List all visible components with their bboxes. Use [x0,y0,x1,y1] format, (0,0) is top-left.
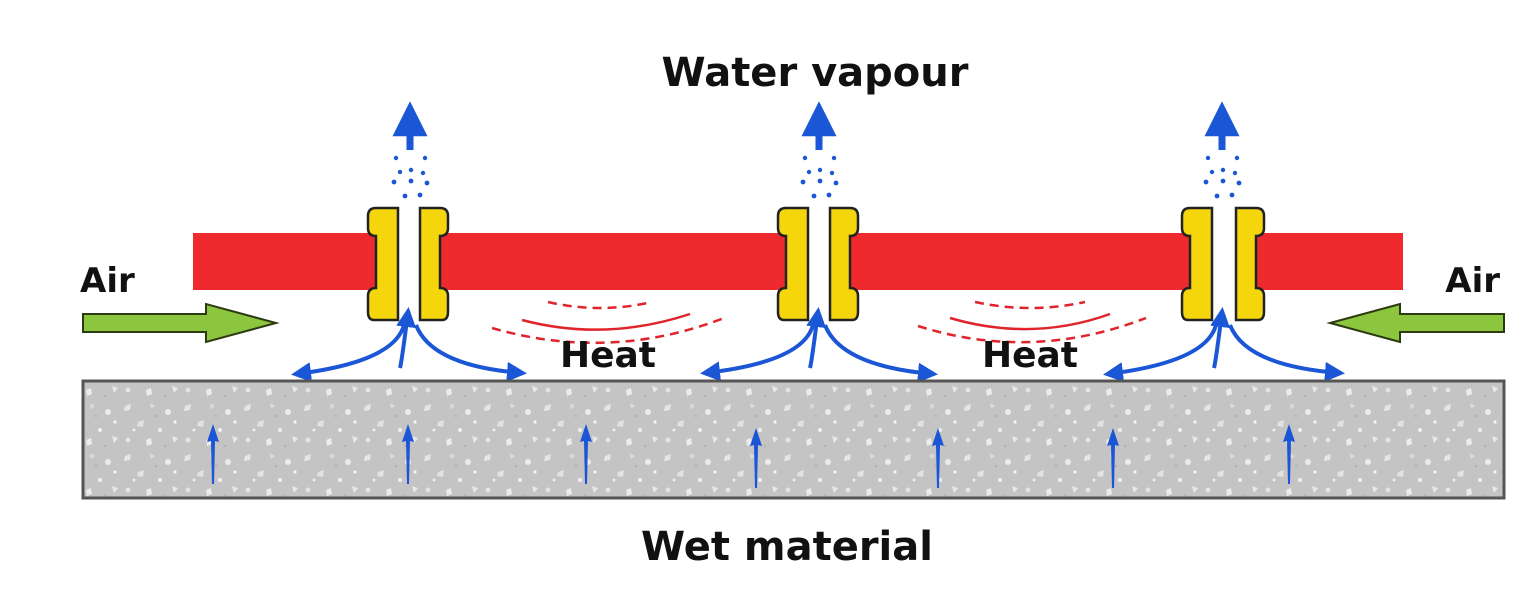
nozzle-left-jaw [1180,206,1214,322]
moisture-up-arrow-icon [1107,428,1119,488]
wet-material-label: Wet material [641,524,933,570]
right-arrow-icon [82,302,280,344]
heat-wave-icon [917,300,1147,344]
curved-arrow-icon [700,324,815,382]
curved-arrow-icon [396,307,417,369]
air-label-left: Air [80,261,135,301]
moisture-up-arrow-icon [402,424,414,484]
nozzle-right-jaw [418,206,450,322]
heater-segment [850,233,1198,290]
moisture-up-arrow-icon [932,428,944,488]
moisture-up-arrow-icon [1283,424,1295,484]
curved-arrow-icon [414,324,527,382]
curved-arrow-icon [823,324,938,383]
heat-label-right: Heat [982,335,1078,376]
vapour-droplets [1203,155,1242,199]
heater-bar [193,233,1403,290]
curved-arrow-icon [806,307,827,369]
heater-segment [440,233,792,290]
nozzle-right-jaw [828,206,860,322]
nozzle-left-jaw [366,206,400,322]
heater-segment [1257,233,1403,290]
moisture-up-arrow-icon [580,424,592,484]
nozzle-group-2 [700,101,938,383]
nozzle-left-jaw [776,206,810,322]
curved-arrow-icon [1210,307,1231,369]
curved-arrow-icon [291,324,406,383]
water-vapour-label: Water vapour [662,50,969,96]
heat-label-left: Heat [560,335,656,376]
moisture-up-arrows [207,424,1295,488]
wet-material-slab [81,379,1506,500]
nozzle-group-1 [291,101,527,383]
heater-segment [193,233,383,290]
nozzle-group-3 [1103,101,1345,383]
nozzle-right-jaw [1234,206,1266,322]
vapour-droplets [391,155,430,199]
air-label-right: Air [1445,261,1500,301]
curved-arrow-icon [1103,324,1218,383]
vapour-droplets [800,155,839,199]
heat-wave-icon [491,300,725,345]
moisture-up-arrow-icon [207,424,219,484]
left-arrow-icon [1326,302,1505,344]
moisture-up-arrow-icon [750,428,762,488]
curved-arrow-icon [1228,324,1345,382]
